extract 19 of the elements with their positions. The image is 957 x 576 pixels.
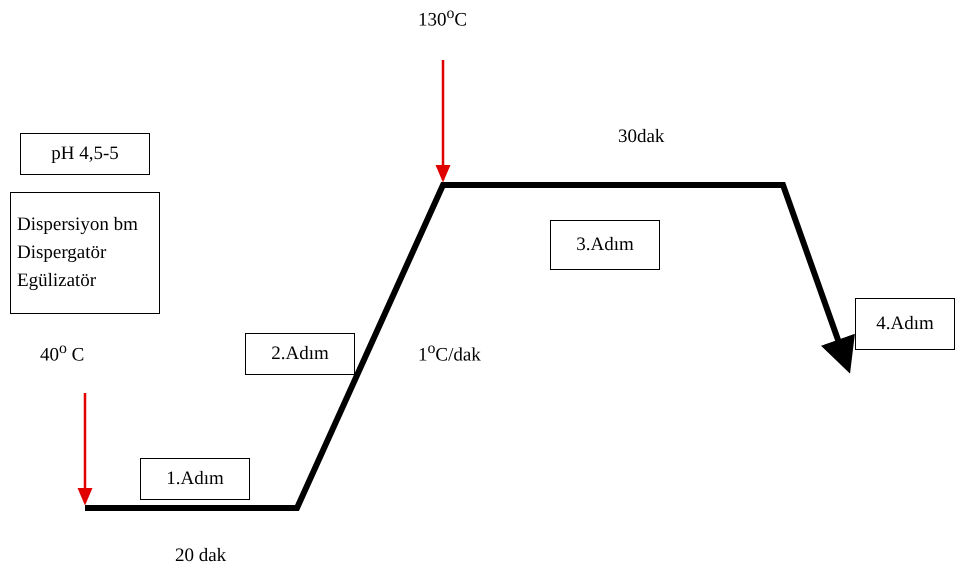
step-box [855,298,955,350]
rate-label: 1$^{o}$C/dak [418,340,481,366]
box-text: 4.Adım [876,312,934,336]
step-box [245,333,355,375]
box-text: pH 4,5-5 [51,142,119,166]
duration-label: 20 dak [175,545,226,567]
temperature-label: 130$^{o}$C [418,5,468,32]
step-box [20,133,150,175]
box-text: 2.Adım [271,342,329,366]
step-box [550,220,660,270]
box-text: 1.Adım [166,467,224,491]
box-text: Dispergatör [17,241,108,265]
duration-label: 30dak [618,126,664,148]
box-text: 3.Adım [576,233,634,257]
step-box [140,458,250,500]
box-text: Dispersiyon bm [17,213,139,237]
step-box [10,192,160,314]
temperature-label: 40$^{o}$ C [40,340,84,366]
box-text: Egülizatör [17,269,98,293]
